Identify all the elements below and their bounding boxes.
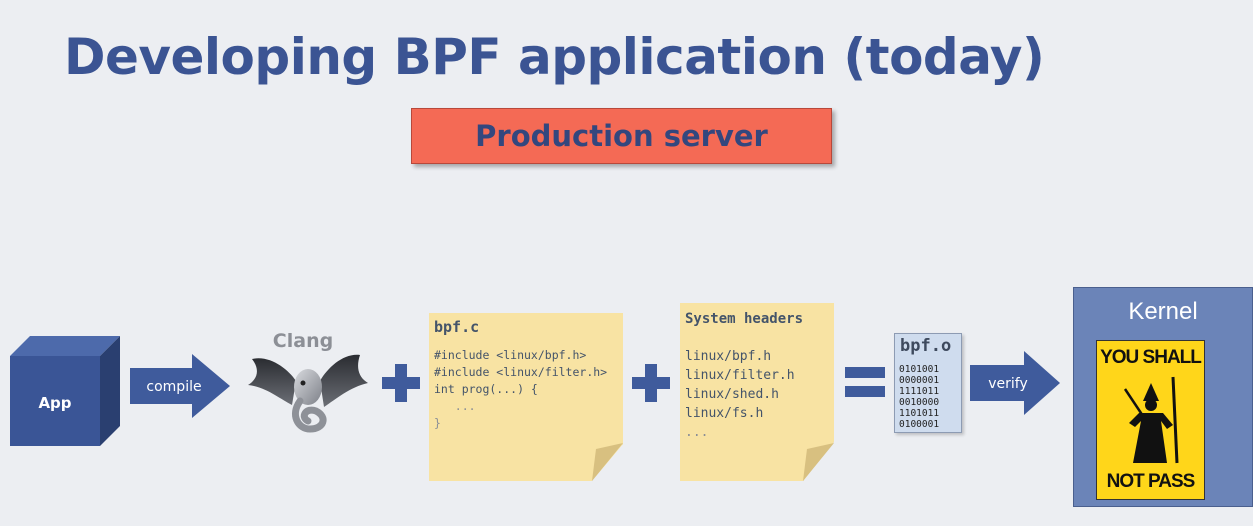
- binary-row: 0000001: [899, 375, 940, 386]
- clang-dragon-logo: Clang: [248, 330, 368, 433]
- page-title: Developing BPF application (today): [64, 28, 1045, 86]
- system-header-line: linux/bpf.h: [685, 349, 772, 364]
- system-headers-page-curl: [803, 443, 834, 481]
- plus-icon: [382, 364, 420, 402]
- app-cube-front: [10, 356, 100, 446]
- dragon-tail-shape: [292, 397, 327, 433]
- binary-row: 1111011: [899, 386, 940, 397]
- kernel-box: Kernel YOU SHALL NOT PASS: [1073, 287, 1253, 507]
- system-header-line: ...: [685, 425, 709, 440]
- binary-row: 0010000: [899, 397, 940, 408]
- poster-top-text: YOU SHALL: [1100, 347, 1202, 368]
- bpf-c-line: #include <linux/bpf.h>: [434, 348, 587, 362]
- dragon-eye-shape: [300, 380, 306, 386]
- bpf-c-line: #include <linux/filter.h>: [434, 365, 608, 379]
- system-header-line: linux/filter.h: [685, 368, 795, 383]
- poster-bottom-text: NOT PASS: [1106, 471, 1196, 492]
- compile-label: compile: [146, 379, 201, 395]
- right-wing-shape: [320, 354, 368, 407]
- app-cube-side: [100, 336, 120, 446]
- app-label: App: [38, 394, 71, 412]
- you-shall-not-pass-poster: YOU SHALL NOT PASS: [1096, 340, 1205, 500]
- clang-label: Clang: [273, 330, 333, 352]
- binary-row: 1101011: [899, 408, 940, 419]
- verify-arrow: verify: [970, 351, 1060, 415]
- bpf-c-page-curl: [592, 443, 623, 481]
- left-wing-shape: [248, 358, 296, 405]
- system-header-line: linux/shed.h: [685, 387, 779, 402]
- bpf-c-source-note: bpf.c #include <linux/bpf.h> #include <l…: [429, 313, 623, 481]
- bpf-o-title: bpf.o: [900, 336, 952, 356]
- system-header-line: linux/fs.h: [685, 406, 764, 421]
- app-cube: App: [10, 336, 120, 446]
- system-headers-title: System headers: [685, 311, 804, 327]
- bpf-c-line: }: [434, 416, 441, 430]
- binary-row: 0100001: [899, 419, 940, 430]
- plus-icon: [632, 364, 670, 402]
- verify-label: verify: [988, 376, 1028, 392]
- compile-arrow: compile: [130, 354, 230, 418]
- bpf-c-line: ...: [434, 399, 476, 413]
- production-server-banner: Production server: [411, 108, 832, 164]
- binary-row: 0101001: [899, 364, 940, 375]
- app-cube-top: [10, 336, 120, 356]
- kernel-label: Kernel: [1128, 298, 1198, 325]
- wizard-silhouette-icon: [1123, 376, 1179, 464]
- bpf-c-title: bpf.c: [434, 318, 480, 336]
- bpf-c-line: int prog(...) {: [434, 382, 538, 396]
- equals-icon: [845, 367, 885, 397]
- dragon-head-shape: [294, 369, 322, 405]
- bpf-o-object-file: bpf.o 0101001 0000001 1111011 0010000 11…: [894, 333, 962, 433]
